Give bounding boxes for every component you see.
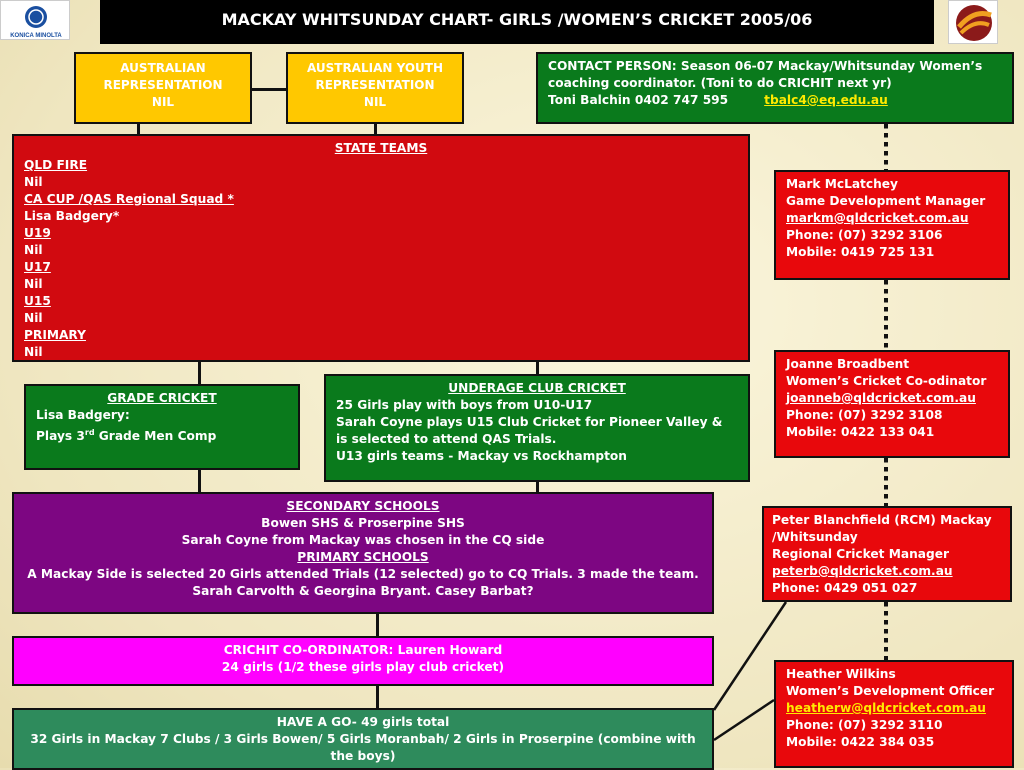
box-label: AUSTRALIAN bbox=[120, 61, 206, 75]
state-team-line: CA CUP /QAS Regional Squad * bbox=[24, 192, 234, 206]
phone: Phone: 0429 051 027 bbox=[772, 581, 918, 595]
state-team-line: Nil bbox=[24, 311, 43, 325]
grade-text: Plays 3 bbox=[36, 429, 85, 444]
contact-name: /Whitsunday bbox=[772, 530, 858, 544]
dotted-connector bbox=[884, 124, 888, 170]
contact-name: Peter Blanchfield (RCM) Mackay bbox=[772, 513, 992, 527]
grade-line: Plays 3rd Grade Men Comp bbox=[36, 424, 288, 445]
contact-name: Heather Wilkins bbox=[786, 667, 896, 681]
heather-wilkins-box: Heather Wilkins Women’s Development Offi… bbox=[774, 660, 1014, 768]
box-label: REPRESENTATION bbox=[103, 78, 223, 92]
state-teams-box: STATE TEAMS QLD FIRE Nil CA CUP /QAS Regio… bbox=[12, 134, 750, 362]
contact-role: Game Development Manager bbox=[786, 194, 986, 208]
logo-text: KONICA MINOLTA bbox=[10, 33, 62, 39]
diagonal-connectors bbox=[712, 601, 788, 742]
crichit-coordinator-box: CRICHIT CO-ORDINATOR: Lauren Howard 24 g… bbox=[12, 636, 714, 686]
grade-line: Lisa Badgery: bbox=[36, 408, 130, 422]
grade-sup: rd bbox=[84, 428, 95, 437]
state-team-line: Nil bbox=[24, 277, 43, 291]
email-link[interactable]: peterb@qldcricket.com.au bbox=[772, 564, 953, 578]
schools-line: A Mackay Side is selected 20 Girls atten… bbox=[27, 567, 699, 581]
contact-name: Joanne Broadbent bbox=[786, 357, 910, 371]
connector-line bbox=[198, 470, 201, 492]
phone: Phone: (07) 3292 3108 bbox=[786, 408, 943, 422]
schools-line: Bowen SHS & Proserpine SHS bbox=[261, 516, 465, 530]
underage-club-cricket-box: UNDERAGE CLUB CRICKET 25 Girls play with… bbox=[324, 374, 750, 482]
primary-heading: PRIMARY SCHOOLS bbox=[297, 550, 429, 564]
schools-line: Sarah Carvolth & Georgina Bryant. Casey … bbox=[192, 584, 534, 598]
dotted-connector bbox=[884, 280, 888, 350]
state-team-line: U19 bbox=[24, 226, 51, 240]
contact-role: Women’s Development Officer bbox=[786, 684, 995, 698]
connector-line bbox=[536, 362, 539, 374]
email-link[interactable]: joanneb@qldcricket.com.au bbox=[786, 391, 976, 405]
state-team-line: QLD FIRE bbox=[24, 158, 88, 172]
contact-person-box: CONTACT PERSON: Season 06-07 Mackay/Whit… bbox=[536, 52, 1014, 124]
dotted-connector bbox=[884, 458, 888, 506]
contact-line: CONTACT PERSON: Season 06-07 Mackay/Whit… bbox=[548, 59, 983, 73]
underage-line: U13 girls teams - Mackay vs Rockhampton bbox=[336, 449, 627, 463]
konica-minolta-logo: KONICA MINOLTA bbox=[0, 0, 70, 40]
email-link[interactable]: heatherw@qldcricket.com.au bbox=[786, 701, 986, 715]
peter-blanchfield-box: Peter Blanchfield (RCM) Mackay /Whitsund… bbox=[762, 506, 1012, 602]
state-team-line: U17 bbox=[24, 260, 51, 274]
australian-youth-representation-box: AUSTRALIAN YOUTH REPRESENTATION NIL bbox=[286, 52, 464, 124]
box-value: NIL bbox=[151, 95, 175, 109]
contact-name: Mark McLatchey bbox=[786, 177, 898, 191]
mobile: Mobile: 0419 725 131 bbox=[786, 245, 935, 259]
grade-cricket-box: GRADE CRICKET Lisa Badgery: Plays 3rd Gr… bbox=[24, 384, 300, 470]
phone: Phone: (07) 3292 3106 bbox=[786, 228, 943, 242]
state-team-line: Lisa Badgery* bbox=[24, 209, 120, 223]
phone: Phone: (07) 3292 3110 bbox=[786, 718, 943, 732]
crichit-line: CRICHIT CO-ORDINATOR: Lauren Howard bbox=[223, 643, 503, 657]
contact-line: coaching coordinator. (Toni to do CRICHI… bbox=[548, 76, 892, 90]
email-link[interactable]: markm@qldcricket.com.au bbox=[786, 211, 969, 225]
mobile: Mobile: 0422 384 035 bbox=[786, 735, 935, 749]
state-team-line: Nil bbox=[24, 243, 43, 257]
box-label: AUSTRALIAN YOUTH bbox=[306, 61, 444, 75]
mobile: Mobile: 0422 133 041 bbox=[786, 425, 935, 439]
connector-line bbox=[198, 362, 201, 384]
underage-line: 25 Girls play with boys from U10-U17 bbox=[336, 398, 593, 412]
contact-name: Toni Balchin 0402 747 595 bbox=[548, 93, 729, 107]
box-value: NIL bbox=[363, 95, 387, 109]
connector-line bbox=[252, 88, 286, 91]
contact-role: Regional Cricket Manager bbox=[772, 547, 949, 561]
mark-mclatchey-box: Mark McLatchey Game Development Manager … bbox=[774, 170, 1010, 280]
state-team-line: Nil bbox=[24, 175, 43, 189]
state-team-line: U15 bbox=[24, 294, 51, 308]
connector-line bbox=[374, 124, 377, 134]
connector-line bbox=[376, 686, 379, 708]
state-team-line: PRIMARY bbox=[24, 328, 86, 342]
schools-line: Sarah Coyne from Mackay was chosen in th… bbox=[181, 533, 545, 547]
cricket-logo bbox=[948, 0, 998, 44]
schools-box: SECONDARY SCHOOLS Bowen SHS & Proserpine… bbox=[12, 492, 714, 614]
contact-email-link[interactable]: tbalc4@eq.edu.au bbox=[764, 93, 888, 107]
underage-line: Sarah Coyne plays U15 Club Cricket for P… bbox=[336, 415, 723, 446]
connector-line bbox=[536, 482, 539, 492]
connector-line bbox=[137, 124, 140, 134]
australian-representation-box: AUSTRALIAN REPRESENTATION NIL bbox=[74, 52, 252, 124]
joanne-broadbent-box: Joanne Broadbent Women’s Cricket Co-odin… bbox=[774, 350, 1010, 458]
state-teams-heading: STATE TEAMS bbox=[334, 141, 428, 155]
connector-line bbox=[376, 614, 379, 636]
secondary-heading: SECONDARY SCHOOLS bbox=[286, 499, 440, 513]
underage-heading: UNDERAGE CLUB CRICKET bbox=[448, 381, 626, 395]
state-team-line: Nil bbox=[24, 345, 43, 359]
have-a-go-box: HAVE A GO- 49 girls total 32 Girls in Ma… bbox=[12, 708, 714, 770]
contact-role: Women’s Cricket Co-odinator bbox=[786, 374, 987, 388]
havego-line: 32 Girls in Mackay 7 Clubs / 3 Girls Bow… bbox=[30, 732, 696, 763]
havego-line: HAVE A GO- 49 girls total bbox=[276, 715, 450, 729]
crichit-line: 24 girls (1/2 these girls play club cric… bbox=[221, 660, 505, 674]
dotted-connector bbox=[884, 602, 888, 660]
state-teams-list: QLD FIRE Nil CA CUP /QAS Regional Squad * L… bbox=[24, 157, 738, 361]
grade-text: Grade Men Comp bbox=[94, 429, 217, 444]
page-title: MACKAY WHITSUNDAY CHART- GIRLS /WOMEN’S … bbox=[100, 0, 934, 44]
box-label: REPRESENTATION bbox=[315, 78, 435, 92]
grade-heading: GRADE CRICKET bbox=[107, 391, 217, 405]
